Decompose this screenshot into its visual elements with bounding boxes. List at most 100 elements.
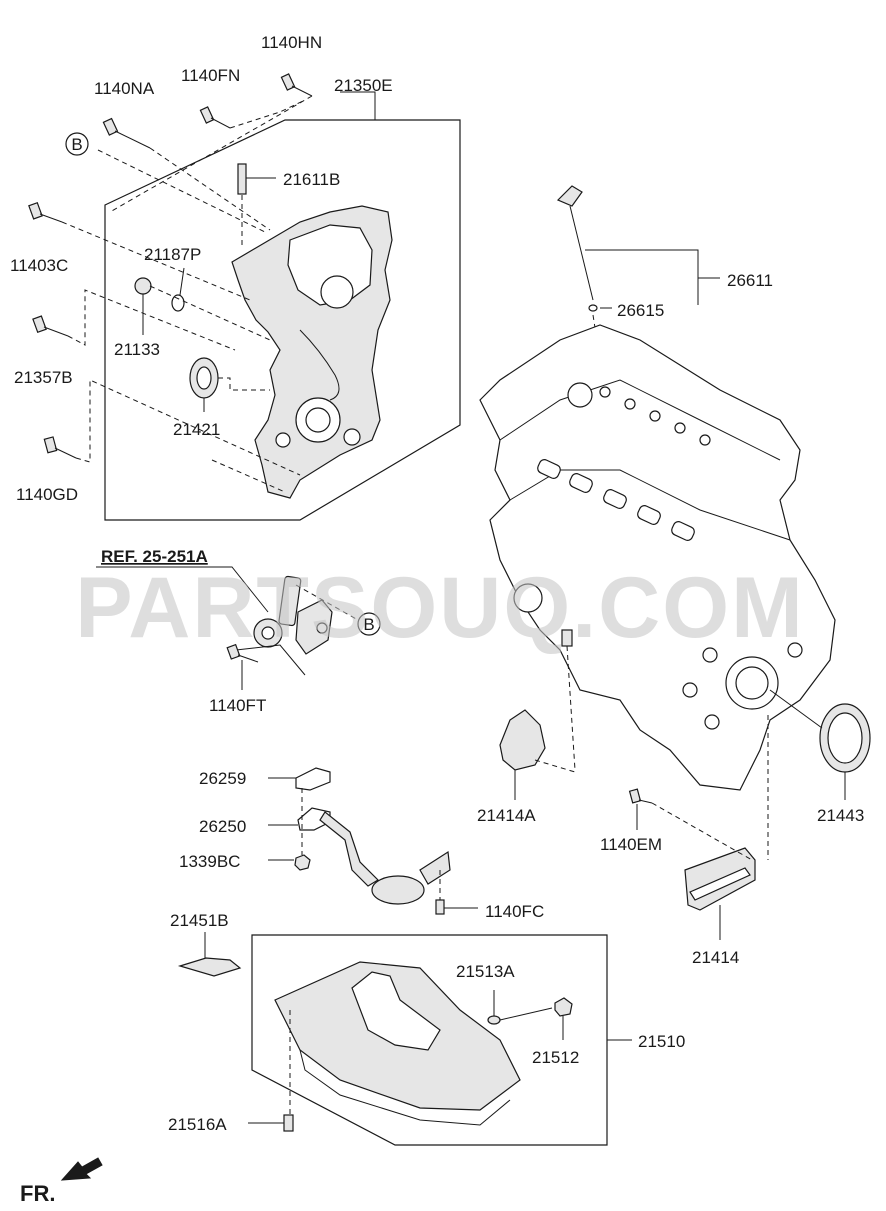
label-21350E: 21350E <box>334 76 393 95</box>
front-direction-indicator: FR. <box>20 1157 103 1206</box>
leader-26611 <box>585 249 699 305</box>
block-mid-line <box>509 469 791 541</box>
label-1140FT: 1140FT <box>209 696 266 715</box>
dipstick-handle <box>556 185 583 207</box>
dash-B2 <box>295 584 359 621</box>
label-21512: 21512 <box>532 1048 579 1067</box>
timing-cover-boss <box>320 275 354 309</box>
bolt-1140FT[interactable] <box>226 643 259 690</box>
dash-1140NA <box>149 147 271 231</box>
label-21187P: 21187P <box>144 245 201 264</box>
callout-b-top: B <box>65 132 89 156</box>
label-21443: 21443 <box>817 806 864 825</box>
callout-b-tensioner-letter: B <box>363 615 374 634</box>
bracket-21414[interactable] <box>684 847 756 940</box>
cover-contour <box>299 329 340 401</box>
bolt-21357B[interactable] <box>32 315 69 337</box>
label-1140HN: 1140HN <box>261 33 322 52</box>
block-bore-front <box>567 382 593 408</box>
plug-21133[interactable] <box>134 277 152 335</box>
dash-1140HN <box>109 95 313 213</box>
label-1339BC: 1339BC <box>179 852 240 871</box>
dash-lower <box>211 459 286 493</box>
tensioner-assy[interactable] <box>96 566 359 676</box>
strainer-pipe <box>319 811 379 887</box>
oil-pan-group-box <box>251 934 608 1146</box>
label-1140EM: 1140EM <box>600 835 662 854</box>
oil-pan-sump <box>351 971 441 1051</box>
label-21133: 21133 <box>114 340 160 359</box>
head-bolt-holes <box>599 386 711 446</box>
timing-cover-group-box <box>104 119 461 521</box>
label-21414: 21414 <box>692 948 739 967</box>
strainer-bracket <box>419 850 451 885</box>
dash-11403C <box>61 221 251 301</box>
dash-21414A <box>566 645 576 771</box>
label-21513A: 21513A <box>456 962 515 981</box>
label-1140FN: 1140FN <box>181 66 240 85</box>
label-21357B: 21357B <box>14 368 73 387</box>
callout-b-top-letter: B <box>71 135 82 154</box>
oil-strainer-assy[interactable] <box>268 767 451 905</box>
front-label: FR. <box>20 1181 55 1206</box>
nut-1339BC[interactable] <box>294 854 311 871</box>
block-side-boss <box>513 583 543 613</box>
rear-crank-bore-inner <box>735 666 769 700</box>
intake-ports <box>537 459 695 541</box>
oil-pan-group <box>251 934 632 1146</box>
watermark: PARTSOUQ.COM <box>75 560 805 656</box>
cover-21414A[interactable] <box>499 709 576 800</box>
label-11403C: 11403C <box>10 256 68 275</box>
dash-B <box>97 149 266 233</box>
rear-oil-seal-21443[interactable] <box>769 689 871 800</box>
block-deck-line <box>499 379 781 461</box>
dipstick-oring[interactable] <box>588 304 598 312</box>
callout-b-tensioner: B <box>357 612 381 636</box>
dipstick-assy[interactable] <box>556 185 720 456</box>
seal-21421[interactable] <box>189 357 219 412</box>
label-21451B: 21451B <box>170 911 229 930</box>
gasket-26259[interactable] <box>295 767 331 791</box>
oil-pan-lip <box>299 1049 511 1126</box>
dash-21133 <box>149 285 271 341</box>
strainer-body <box>371 875 425 905</box>
label-26259: 26259 <box>199 769 246 788</box>
crank-seal-bore-inner <box>305 407 331 433</box>
reference-label[interactable]: REF. 25-251A <box>101 547 208 566</box>
leader-21350E <box>340 91 376 120</box>
bolt-1140NA[interactable] <box>102 117 151 149</box>
label-26250: 26250 <box>199 817 246 836</box>
timing-cover-group <box>28 73 461 521</box>
tensioner-spring <box>278 575 302 627</box>
bolt-1140FN[interactable] <box>199 106 231 129</box>
bolt-1140GD[interactable] <box>43 436 77 459</box>
dash-1140GD <box>75 379 301 476</box>
leader-21513A <box>499 1007 553 1021</box>
sealant-21451B[interactable] <box>177 932 242 977</box>
cylinder-block[interactable] <box>479 324 836 860</box>
pump-port <box>343 428 361 446</box>
bolt-1140FC[interactable] <box>435 899 478 915</box>
cover-port <box>275 432 291 448</box>
bolt-21516A[interactable] <box>248 1114 294 1132</box>
dash-1140FN <box>229 99 306 129</box>
leader-ref <box>96 566 269 613</box>
bolt-11403C[interactable] <box>28 201 63 223</box>
label-26611: 26611 <box>727 271 773 290</box>
front-arrow-icon <box>60 1157 103 1181</box>
oring-21187P[interactable] <box>171 267 185 312</box>
drain-plug-21512[interactable] <box>554 997 573 1040</box>
washer-21513A[interactable] <box>487 990 501 1025</box>
leader-1140FT-bolt <box>235 644 306 676</box>
label-21421: 21421 <box>173 420 220 439</box>
label-1140FC: 1140FC <box>485 902 544 921</box>
label-21414A: 21414A <box>477 806 536 825</box>
bolt-1140EM[interactable] <box>628 788 753 861</box>
label-1140GD: 1140GD <box>16 485 78 504</box>
bolt-1140HN[interactable] <box>280 73 313 97</box>
dash-21357B <box>67 289 236 351</box>
label-1140NA: 1140NA <box>94 79 155 98</box>
label-21516A: 21516A <box>168 1115 227 1134</box>
stud-21611B[interactable] <box>237 163 276 195</box>
